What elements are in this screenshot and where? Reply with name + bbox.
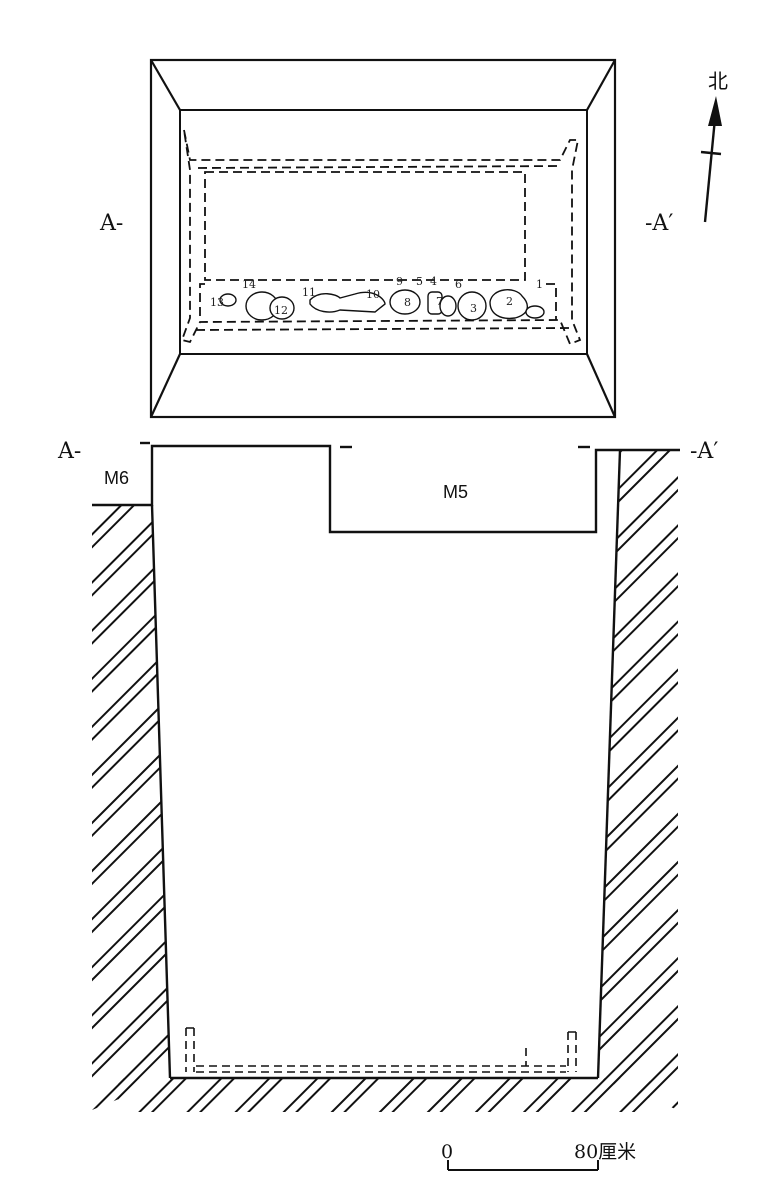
artifact-shape	[457, 291, 487, 321]
tomb-label-m5: M5	[443, 482, 468, 502]
plan-coffin-outline	[180, 129, 582, 346]
plan-corner-line	[585, 353, 617, 418]
section-pit-outline	[92, 444, 680, 1080]
artifact-number: 5	[416, 275, 423, 288]
artifact-number: 8	[404, 296, 411, 309]
plan-corner-line	[150, 353, 181, 418]
scale-bar-end-label: 80厘米	[574, 1141, 636, 1163]
section-label-end: -A′	[690, 439, 718, 464]
artifact-number: 9	[396, 275, 403, 288]
section-coffin-outline	[185, 1027, 577, 1073]
plan-inner-outline	[179, 109, 588, 355]
tomb-label-m6: M6	[104, 468, 129, 488]
scale-bar	[447, 1160, 599, 1171]
artifact-number: 2	[506, 295, 513, 308]
artifact-shape	[525, 305, 545, 319]
artifact-shape	[309, 291, 386, 313]
artifact-number: 10	[366, 288, 380, 301]
artifact-number: 11	[302, 286, 316, 299]
north-arrow-icon	[700, 96, 722, 223]
section-label-start: A-	[57, 439, 81, 464]
scale-bar-start-label: 0	[441, 1141, 453, 1163]
artifact-shape	[389, 289, 421, 315]
artifact-number: 1	[536, 278, 543, 291]
artifact-shape	[269, 296, 295, 320]
ground-surface-marks	[140, 441, 590, 449]
artifact-number: 3	[470, 302, 477, 315]
plan-corner-line	[150, 59, 181, 111]
artifact-number: 4	[430, 275, 437, 288]
plan-outer-outline	[149, 58, 617, 419]
artifact-number: 13	[210, 296, 224, 309]
plan-section-label-end: -A′	[645, 211, 673, 236]
soil-hatching-left	[92, 505, 170, 1110]
compass-label: 北	[708, 69, 728, 93]
soil-hatching-floor	[118, 1078, 650, 1112]
artifact-number: 14	[242, 278, 256, 291]
artifact-number: 6	[455, 278, 462, 291]
artifact-shape	[439, 295, 457, 317]
plan-artifacts	[219, 289, 545, 321]
plan-view	[149, 58, 617, 419]
plan-artifact-numbers: 1 2 3 4 5 6 7 8 9 10 11 12 13 14	[210, 275, 543, 317]
artifact-shape	[219, 293, 237, 307]
artifact-number: 12	[274, 304, 288, 317]
plan-corner-line	[586, 59, 616, 111]
plan-section-label-start: A-	[99, 211, 123, 236]
artifact-number: 7	[436, 295, 443, 308]
